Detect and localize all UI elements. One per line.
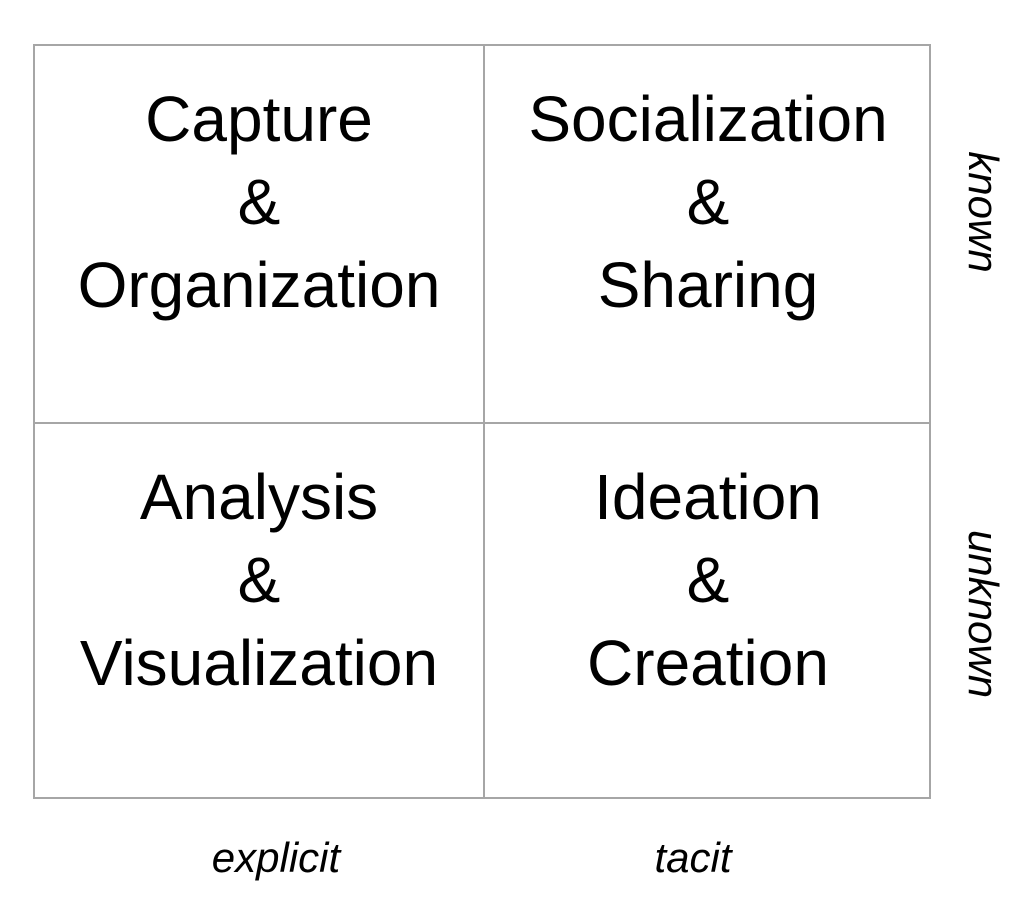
quadrant-ampersand: & [686,166,730,238]
quadrant-line: Analysis [139,461,379,533]
quadrant-line: Sharing [597,249,819,321]
quadrant-capture-organization: Capture & Organization [35,78,483,327]
vertical-divider [483,46,485,797]
y-axis-label-known: known [960,151,1007,273]
quadrant-line: Organization [77,249,441,321]
quadrant-ampersand: & [237,166,281,238]
quadrant-matrix: Capture & Organization Socialization & S… [33,44,931,799]
quadrant-ideation-creation: Ideation & Creation [485,456,931,705]
x-axis-label-tacit: tacit [654,834,732,881]
quadrant-socialization-sharing: Socialization & Sharing [485,78,931,327]
quadrant-ampersand: & [237,544,281,616]
y-axis-label-unknown: unknown [960,529,1007,699]
quadrant-analysis-visualization: Analysis & Visualization [35,456,483,705]
quadrant-line: Visualization [79,627,439,699]
quadrant-line: Creation [587,627,829,699]
quadrant-line: Socialization [528,83,888,155]
quadrant-ampersand: & [686,544,730,616]
x-axis-label-explicit: explicit [211,834,341,881]
quadrant-line: Ideation [594,461,822,533]
horizontal-divider [35,422,929,424]
quadrant-line: Capture [145,83,373,155]
